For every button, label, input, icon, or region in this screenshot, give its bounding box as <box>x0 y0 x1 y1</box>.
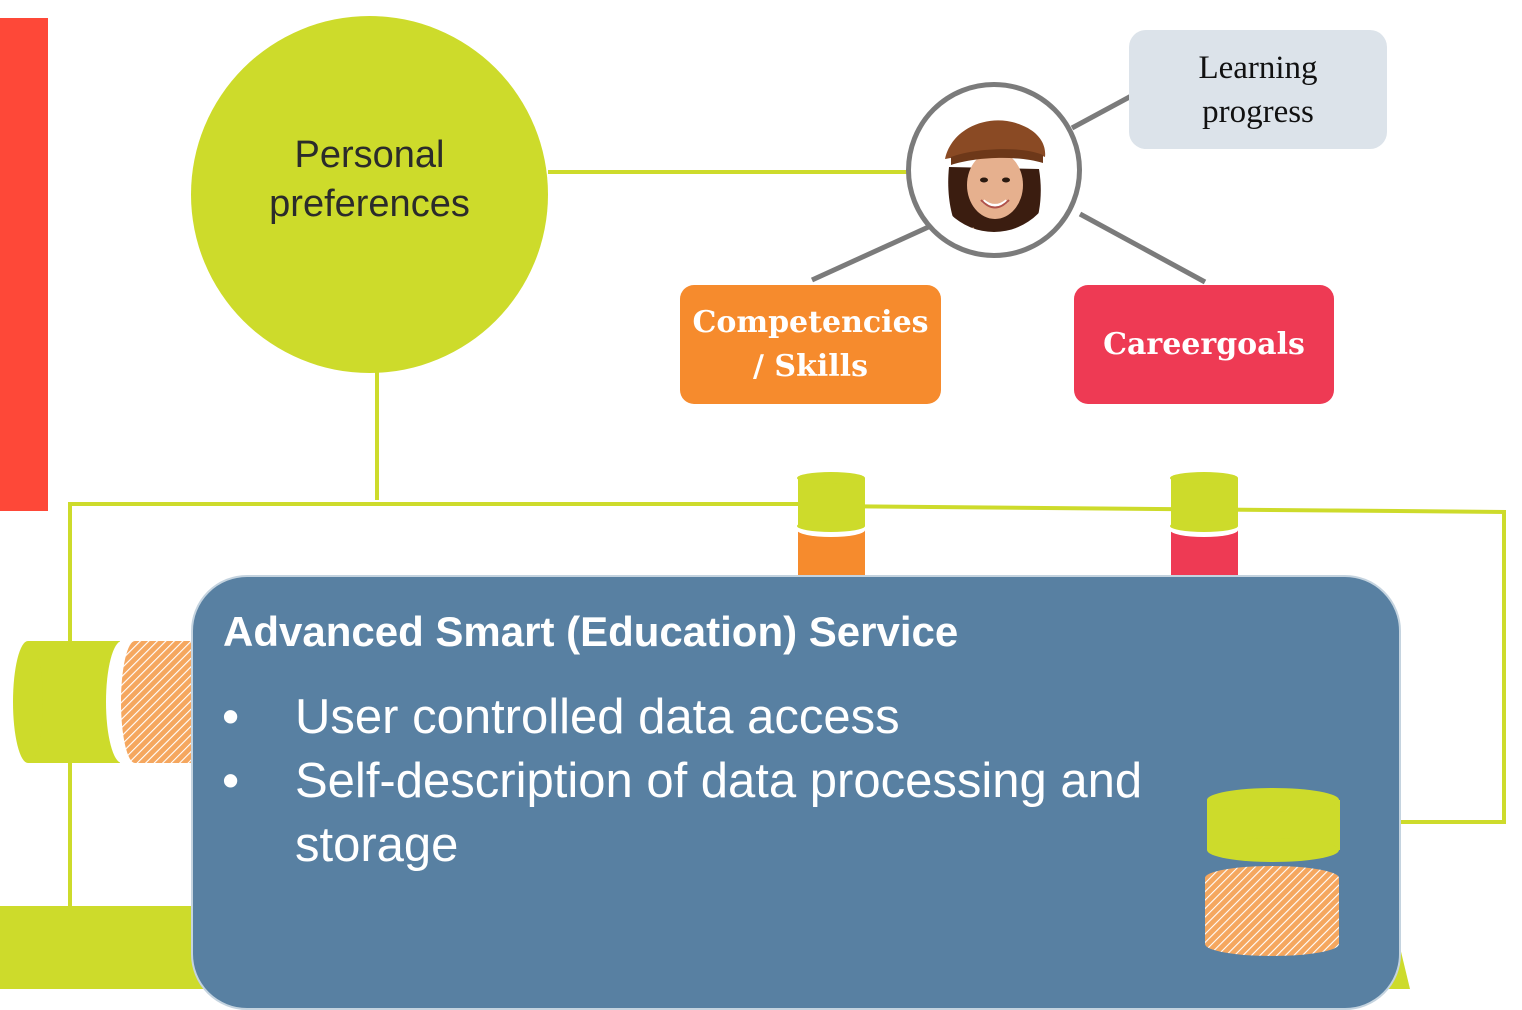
service-feature-item: • User controlled data access <box>222 685 1182 749</box>
competencies-skills-label: Competencies / Skills <box>692 304 929 384</box>
learning-progress-node: Learning progress <box>1129 30 1387 149</box>
competencies-skills-node: Competencies / Skills <box>680 285 941 404</box>
service-feature-item: • Self-description of data processing an… <box>222 749 1182 877</box>
connector-bus-right <box>814 504 1507 514</box>
service-feature-text: User controlled data access <box>295 690 900 744</box>
service-title: Advanced Smart (Education) Service <box>223 608 959 655</box>
red-accent-bar <box>0 18 48 511</box>
person-avatar-icon <box>932 108 1056 232</box>
service-panel <box>191 575 1401 1010</box>
careergoals-storage-icon <box>1170 472 1238 590</box>
careergoals-label: Careergoals <box>1103 327 1305 362</box>
service-feature-list: • User controlled data access • Self-des… <box>222 685 1182 877</box>
left-storage-icon <box>13 641 205 763</box>
bullet: • <box>222 690 240 744</box>
personal-preferences-node: Personal preferences <box>191 16 548 373</box>
competencies-storage-icon <box>797 472 865 590</box>
personal-preferences-label: Personal preferences <box>269 133 470 225</box>
user-avatar <box>906 82 1082 258</box>
connector-avatar-to-progress <box>1070 91 1137 131</box>
connector-avatar-to-careergoals <box>1078 211 1207 285</box>
service-feature-text: Self-description of data processing and … <box>295 754 1143 872</box>
bullet: • <box>222 754 240 808</box>
connector-avatar-to-competencies <box>810 221 937 283</box>
learning-progress-label: Learning progress <box>1198 49 1318 130</box>
careergoals-node: Careergoals <box>1074 285 1334 404</box>
